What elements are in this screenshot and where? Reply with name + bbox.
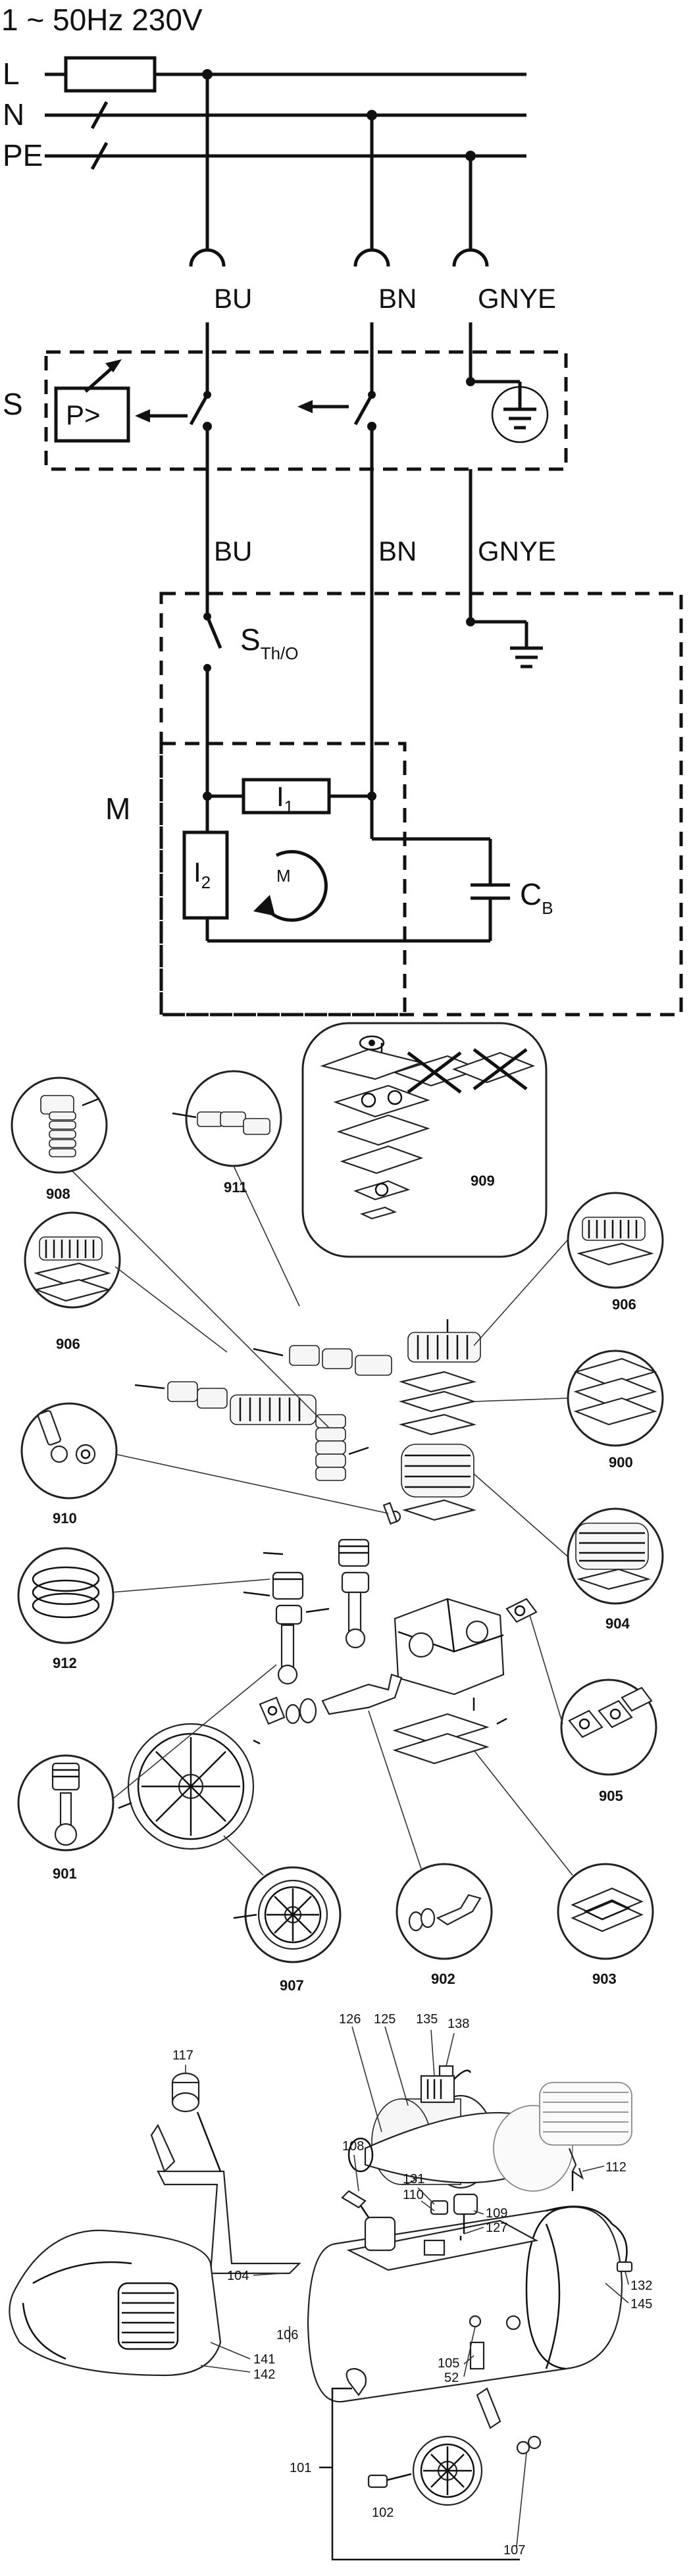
motor-rotation-arrow — [261, 849, 328, 922]
switch-label: S — [3, 387, 23, 421]
part-number-908: 908 — [46, 1186, 70, 1202]
part-number-901: 901 — [53, 1865, 77, 1882]
part-bubble-902 — [396, 1863, 493, 1960]
part-number-109: 109 — [486, 2206, 507, 2221]
conductor-label-bn: BN — [378, 283, 417, 314]
part-number-142: 142 — [253, 2367, 275, 2382]
line-label-pe: PE — [3, 138, 43, 172]
capacitor-label: CB — [520, 877, 553, 918]
part-number-141: 141 — [253, 2352, 275, 2367]
pressure-switch-box — [54, 386, 130, 443]
winding-2 — [182, 830, 229, 920]
part-number-101: 101 — [290, 2461, 311, 2475]
supply-label: 1 ~ 50Hz 230V — [1, 3, 203, 37]
part-number-132: 132 — [630, 2279, 652, 2293]
part-number-906-left: 906 — [56, 1336, 80, 1352]
part-number-105: 105 — [438, 2356, 459, 2371]
part-number-145: 145 — [630, 2297, 652, 2311]
part-number-912: 912 — [53, 1655, 77, 1671]
part-number-909: 909 — [471, 1173, 495, 1189]
part-number-907: 907 — [280, 1977, 304, 1994]
pressure-switch-label: P> — [66, 399, 101, 430]
switch-enclosure — [44, 350, 568, 471]
part-bubble-912 — [17, 1547, 115, 1644]
motor-symbol-label: M — [276, 866, 291, 886]
thermal-switch-label: STh/O — [240, 622, 298, 663]
part-number-903: 903 — [592, 1971, 617, 1987]
conductor-label-gnye: GNYE — [478, 283, 556, 314]
conductor-label-bu-lower: BU — [214, 536, 252, 567]
part-bubble-910 — [20, 1402, 118, 1500]
part-number-125: 125 — [374, 2012, 396, 2027]
part-number-104: 104 — [227, 2269, 249, 2283]
winding-2-label: I2 — [193, 857, 211, 892]
line-label-n: N — [3, 97, 24, 132]
winding-1 — [242, 778, 331, 815]
part-number-110: 110 — [403, 2188, 424, 2202]
motor-dashed-box — [159, 742, 407, 1017]
conductor-label-bn-lower: BN — [378, 536, 417, 567]
part-number-131: 131 — [403, 2172, 424, 2186]
part-number-102: 102 — [372, 2506, 394, 2520]
fuse-symbol — [64, 56, 157, 93]
conductor-label-gnye-lower: GNYE — [478, 536, 556, 567]
connector-symbol — [452, 248, 489, 267]
part-number-126: 126 — [339, 2012, 361, 2027]
part-number-127: 127 — [486, 2221, 507, 2235]
part-number-106: 106 — [276, 2328, 298, 2342]
part-number-902: 902 — [431, 1971, 455, 1987]
compressor-assembly-view: 117 126 125 135 138 112 108 131 110 109 … — [9, 2012, 652, 2561]
part-number-112: 112 — [605, 2160, 627, 2175]
pump-exploded-view: 909 908 911 906 — [11, 1022, 664, 1994]
motor-label: M — [105, 792, 130, 826]
transport-handle — [157, 2170, 301, 2275]
pump-assembly-drawing — [118, 1319, 538, 1850]
connector-symbol — [353, 248, 390, 267]
motor-enclosure — [159, 592, 683, 1017]
part-number-905: 905 — [599, 1788, 623, 1804]
conductor-label-bu: BU — [214, 283, 252, 314]
winding-1-label: I1 — [276, 781, 294, 817]
part-number-107: 107 — [503, 2543, 525, 2558]
n-slash — [90, 101, 109, 130]
line-label-l: L — [3, 57, 20, 91]
pe-slash — [90, 141, 109, 170]
part-number-904: 904 — [605, 1615, 630, 1632]
wiring-diagram: 1 ~ 50Hz 230V L N PE BU BN GNYE S P> — [1, 3, 683, 1017]
part-number-900: 900 — [609, 1454, 633, 1471]
cover-shroud — [9, 2229, 222, 2377]
part-number-108: 108 — [342, 2139, 364, 2154]
part-number-135: 135 — [416, 2012, 438, 2027]
part-number-910: 910 — [53, 1510, 77, 1527]
part-number-117: 117 — [172, 2048, 193, 2063]
part-number-138: 138 — [448, 2017, 469, 2031]
part-number-906-right: 906 — [612, 1296, 636, 1313]
part-number-52: 52 — [444, 2371, 459, 2385]
connector-symbol — [189, 248, 226, 267]
